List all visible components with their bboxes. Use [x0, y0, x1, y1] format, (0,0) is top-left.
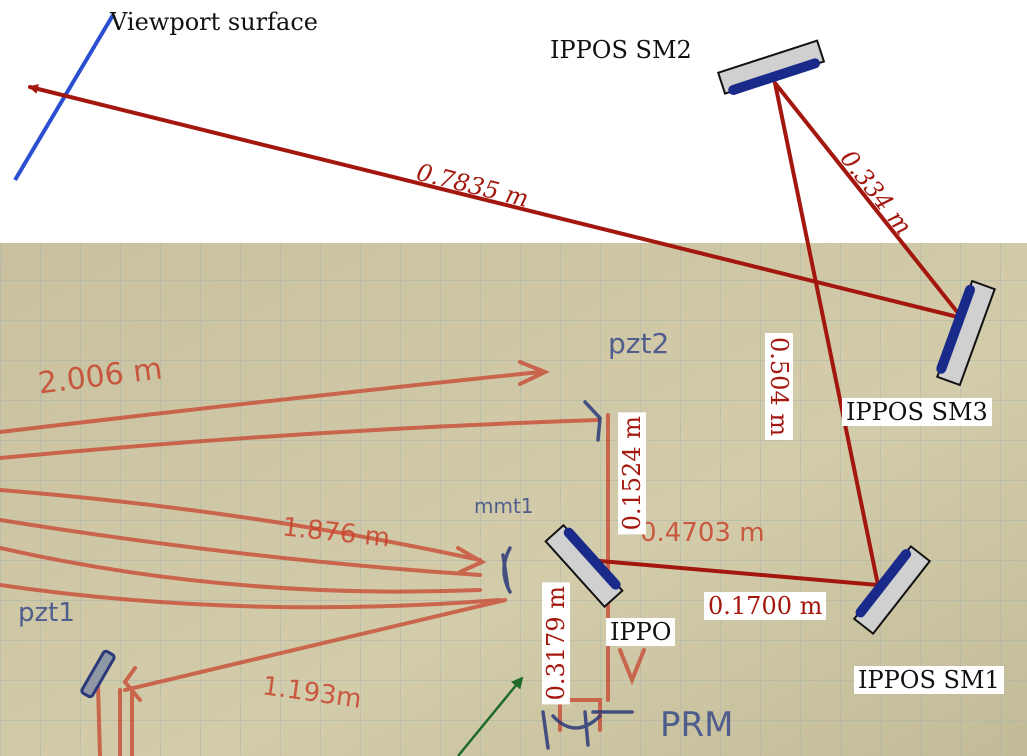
- mirror-sm2: [716, 39, 826, 95]
- label-ippos-sm3: IPPOS SM3: [842, 398, 992, 426]
- mirror-ippo: [544, 523, 624, 609]
- pointer-arrow: [457, 676, 524, 756]
- beam-paths: [28, 81, 964, 587]
- distance-sm2-to-sm1: 0.504 m: [765, 333, 793, 441]
- hand-label-pzt2: pzt2: [608, 327, 670, 360]
- hand-label-pzt1: pzt1: [18, 598, 75, 628]
- hand-label-4703: 0.4703 m: [640, 518, 765, 548]
- hand-label-prm: PRM: [660, 705, 734, 745]
- label-ippo: IPPO: [606, 618, 676, 646]
- label-viewport-surface: Viewport surface: [110, 8, 318, 36]
- hand-label-mmt1: mmt1: [474, 494, 534, 518]
- label-ippos-sm2: IPPOS SM2: [550, 36, 692, 64]
- handwritten-sketch-lines: [0, 360, 646, 756]
- mirror-sm3: [935, 279, 997, 387]
- label-ippos-sm1: IPPOS SM1: [854, 666, 1004, 694]
- mirror-sm1: [852, 544, 932, 636]
- paper-photo-background: [0, 243, 1027, 756]
- distance-ippo-to-sm1: 0.1700 m: [704, 592, 827, 620]
- distance-vertical-bottom: 0.3179 m: [542, 582, 570, 705]
- distance-vertical-top: 0.1524 m: [618, 412, 646, 535]
- pzt1-mirror: [80, 649, 116, 699]
- viewport-line: [13, 13, 115, 182]
- handwritten-optics-marks: [501, 400, 634, 750]
